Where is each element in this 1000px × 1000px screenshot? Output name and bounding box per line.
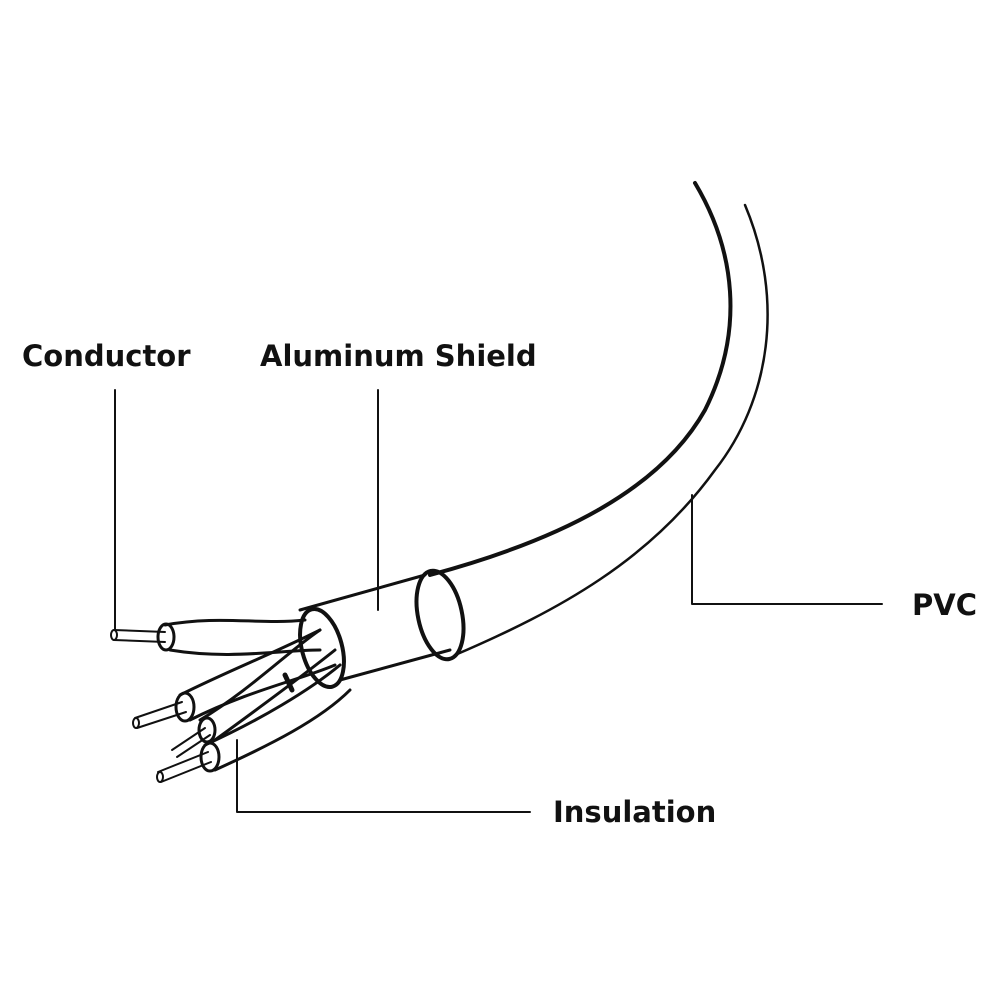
conductor-label: Conductor: [22, 339, 191, 373]
insulation-label: Insulation: [553, 795, 717, 829]
aluminum-shield: [298, 573, 452, 689]
aluminum-shield-label: Aluminum Shield: [260, 339, 537, 373]
insulation-leader: [236, 739, 531, 813]
conductor-wires: [110, 618, 352, 783]
pvc-jacket: [414, 181, 769, 662]
pvc-leader: [691, 494, 883, 605]
leader-lines: [114, 389, 883, 813]
pvc-label: PVC: [912, 588, 977, 622]
